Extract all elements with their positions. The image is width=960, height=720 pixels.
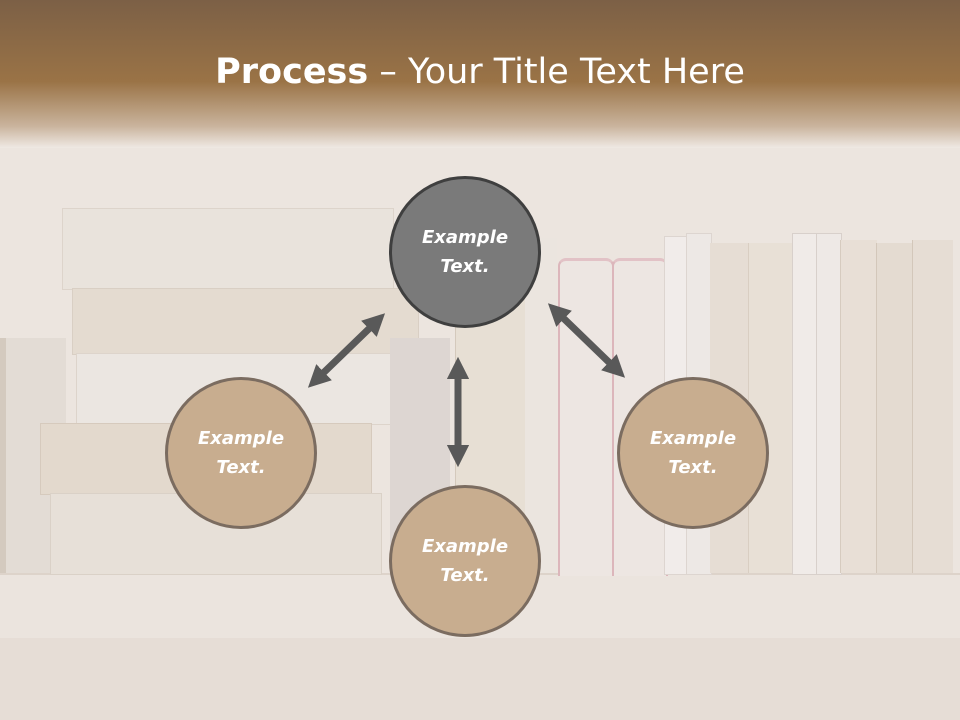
book [912, 240, 953, 573]
shelf-front [0, 638, 960, 720]
node-top-label: Example Text. [421, 227, 509, 277]
book [748, 243, 793, 573]
arrow-top-right [547, 303, 626, 378]
arrow-top-left [307, 313, 386, 388]
title-rest: – Your Title Text Here [368, 52, 745, 92]
title-bold: Process [215, 52, 369, 92]
process-node-top: Example Text. [389, 176, 541, 328]
slide-title: Process – Your Title Text Here [0, 52, 960, 92]
node-bottom-label: Example Text. [421, 536, 509, 586]
node-right-label: Example Text. [649, 428, 737, 478]
process-node-left: Example Text. [165, 377, 317, 529]
book [840, 240, 877, 573]
process-node-bottom: Example Text. [389, 485, 541, 637]
book [525, 238, 557, 573]
book [876, 243, 913, 573]
process-node-right: Example Text. [617, 377, 769, 529]
node-left-label: Example Text. [197, 428, 285, 478]
title-band: Process – Your Title Text Here [0, 0, 960, 148]
